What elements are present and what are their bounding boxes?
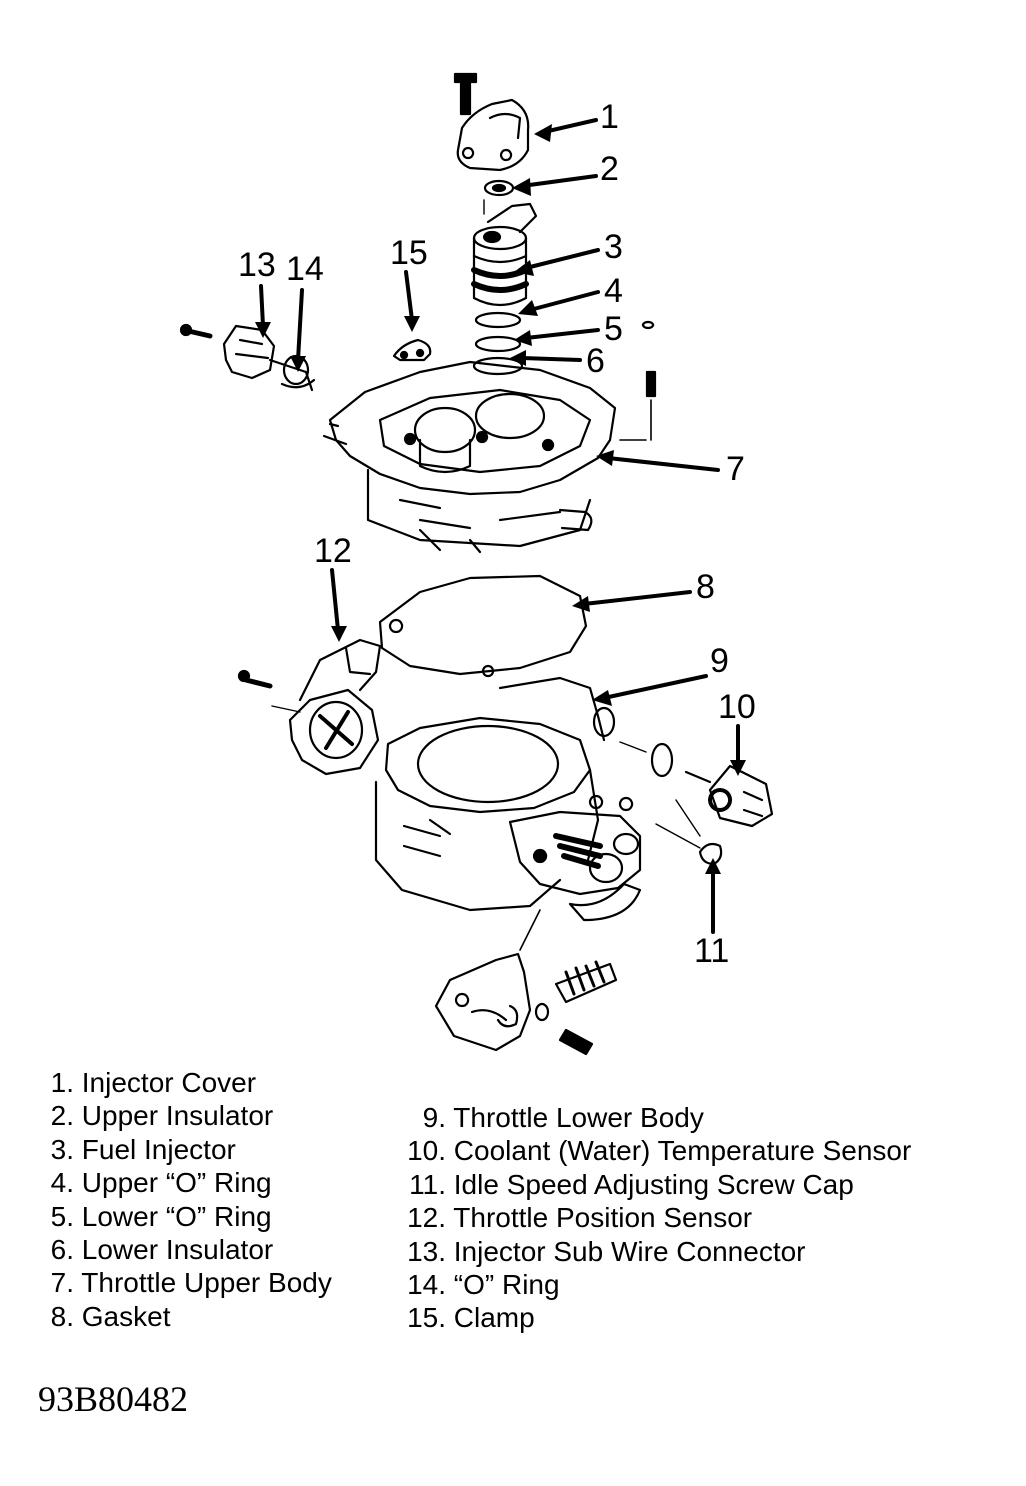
legend-label: “O” Ring	[453, 1269, 560, 1301]
legend-left: 1. Injector Cover 2. Upper Insulator 3. …	[36, 1066, 332, 1333]
arrowheads	[255, 124, 746, 874]
legend-label: Fuel Injector	[81, 1133, 236, 1165]
figure-code: 93B80482	[38, 1379, 189, 1419]
legend-item-15: 15. Clamp	[396, 1301, 911, 1334]
legend-label: Throttle Position Sensor	[453, 1202, 753, 1234]
legend-num: 12.	[407, 1202, 446, 1234]
legend-num: 11.	[409, 1168, 446, 1200]
throttle-linkage-part	[510, 812, 640, 920]
legend-label: Gasket	[81, 1300, 171, 1332]
legend-item-4: 4. Upper “O” Ring	[36, 1166, 332, 1199]
callout-13: 13	[238, 246, 276, 284]
injector-cover-part	[455, 74, 528, 170]
legend-right: 9. Throttle Lower Body 10. Coolant (Wate…	[396, 1101, 911, 1335]
legend-label: Idle Speed Adjusting Screw Cap	[453, 1168, 854, 1200]
gasket-part	[380, 576, 586, 676]
legend-item-7: 7. Throttle Upper Body	[36, 1266, 332, 1299]
callout-3: 3	[604, 228, 623, 266]
legend-item-10: 10. Coolant (Water) Temperature Sensor	[396, 1134, 911, 1167]
legend-label: Clamp	[453, 1302, 535, 1334]
clamp-part	[394, 340, 430, 360]
legend-label: Injector Sub Wire Connector	[453, 1235, 806, 1267]
throttle-lower-body-part	[376, 678, 632, 910]
legend-label: Lower Insulator	[81, 1234, 274, 1266]
legend-item-14: 14. “O” Ring	[396, 1268, 911, 1301]
callout-12: 12	[314, 532, 352, 570]
callout-1: 1	[600, 98, 619, 136]
legend-item-13: 13. Injector Sub Wire Connector	[396, 1235, 911, 1268]
throttle-upper-body-part	[324, 362, 615, 552]
wire-connector-part	[181, 325, 314, 390]
coolant-sensor-part	[652, 744, 772, 826]
legend-label: Upper Insulator	[81, 1100, 274, 1132]
legend-num: 2.	[50, 1100, 74, 1132]
callout-2: 2	[600, 150, 619, 188]
legend-item-2: 2. Upper Insulator	[36, 1099, 332, 1132]
legend-label: Coolant (Water) Temperature Sensor	[453, 1135, 912, 1167]
bottom-bracket-part	[436, 910, 616, 1054]
bolt-upper-right	[620, 322, 655, 440]
callout-4: 4	[604, 272, 623, 310]
callout-14: 14	[286, 250, 324, 288]
legend-label: Throttle Lower Body	[453, 1102, 704, 1133]
upper-insulator-part	[485, 181, 513, 195]
legend-num: 5.	[50, 1200, 74, 1232]
legend-label: Lower “O” Ring	[81, 1200, 272, 1232]
legend-label: Injector Cover	[81, 1067, 257, 1098]
legend-label: Throttle Upper Body	[81, 1267, 332, 1299]
legend-item-6: 6. Lower Insulator	[36, 1233, 332, 1266]
callout-11: 11	[694, 932, 730, 970]
callout-15: 15	[390, 234, 428, 272]
callout-5: 5	[604, 310, 623, 348]
idle-screw-cap-part	[700, 844, 721, 864]
legend-num: 10.	[407, 1135, 446, 1167]
legend-num: 6.	[50, 1234, 74, 1266]
throttle-position-sensor-part	[239, 640, 380, 774]
legend-item-8: 8. Gasket	[36, 1300, 332, 1333]
legend-num: 7.	[50, 1267, 74, 1299]
legend-num: 8.	[50, 1300, 74, 1332]
callout-8: 8	[696, 568, 715, 606]
legend-num: 13.	[407, 1235, 446, 1267]
exploded-view-diagram	[0, 0, 1026, 1060]
legend-num: 3.	[50, 1133, 74, 1165]
callout-7: 7	[726, 450, 745, 488]
legend-num: 4.	[50, 1167, 74, 1199]
legend-item-12: 12. Throttle Position Sensor	[396, 1201, 911, 1234]
legend-num: 15.	[407, 1302, 446, 1334]
alignment-lines	[272, 200, 700, 848]
callout-6: 6	[586, 342, 605, 380]
callout-9: 9	[710, 642, 729, 680]
legend-item-9: 9. Throttle Lower Body	[396, 1101, 911, 1134]
legend-label: Upper “O” Ring	[81, 1167, 272, 1199]
callout-10: 10	[718, 688, 756, 726]
legend-item-3: 3. Fuel Injector	[36, 1133, 332, 1166]
legend-num: 9.	[422, 1102, 446, 1133]
leader-arrows	[261, 120, 738, 932]
legend-item-5: 5. Lower “O” Ring	[36, 1200, 332, 1233]
legend-num: 1.	[50, 1067, 74, 1098]
fuel-injector-part	[474, 204, 536, 305]
legend-item-1: 1. Injector Cover	[36, 1066, 332, 1099]
legend-item-11: 11. Idle Speed Adjusting Screw Cap	[396, 1168, 911, 1201]
o-rings-part	[474, 313, 522, 374]
legend-num: 14.	[407, 1269, 446, 1301]
